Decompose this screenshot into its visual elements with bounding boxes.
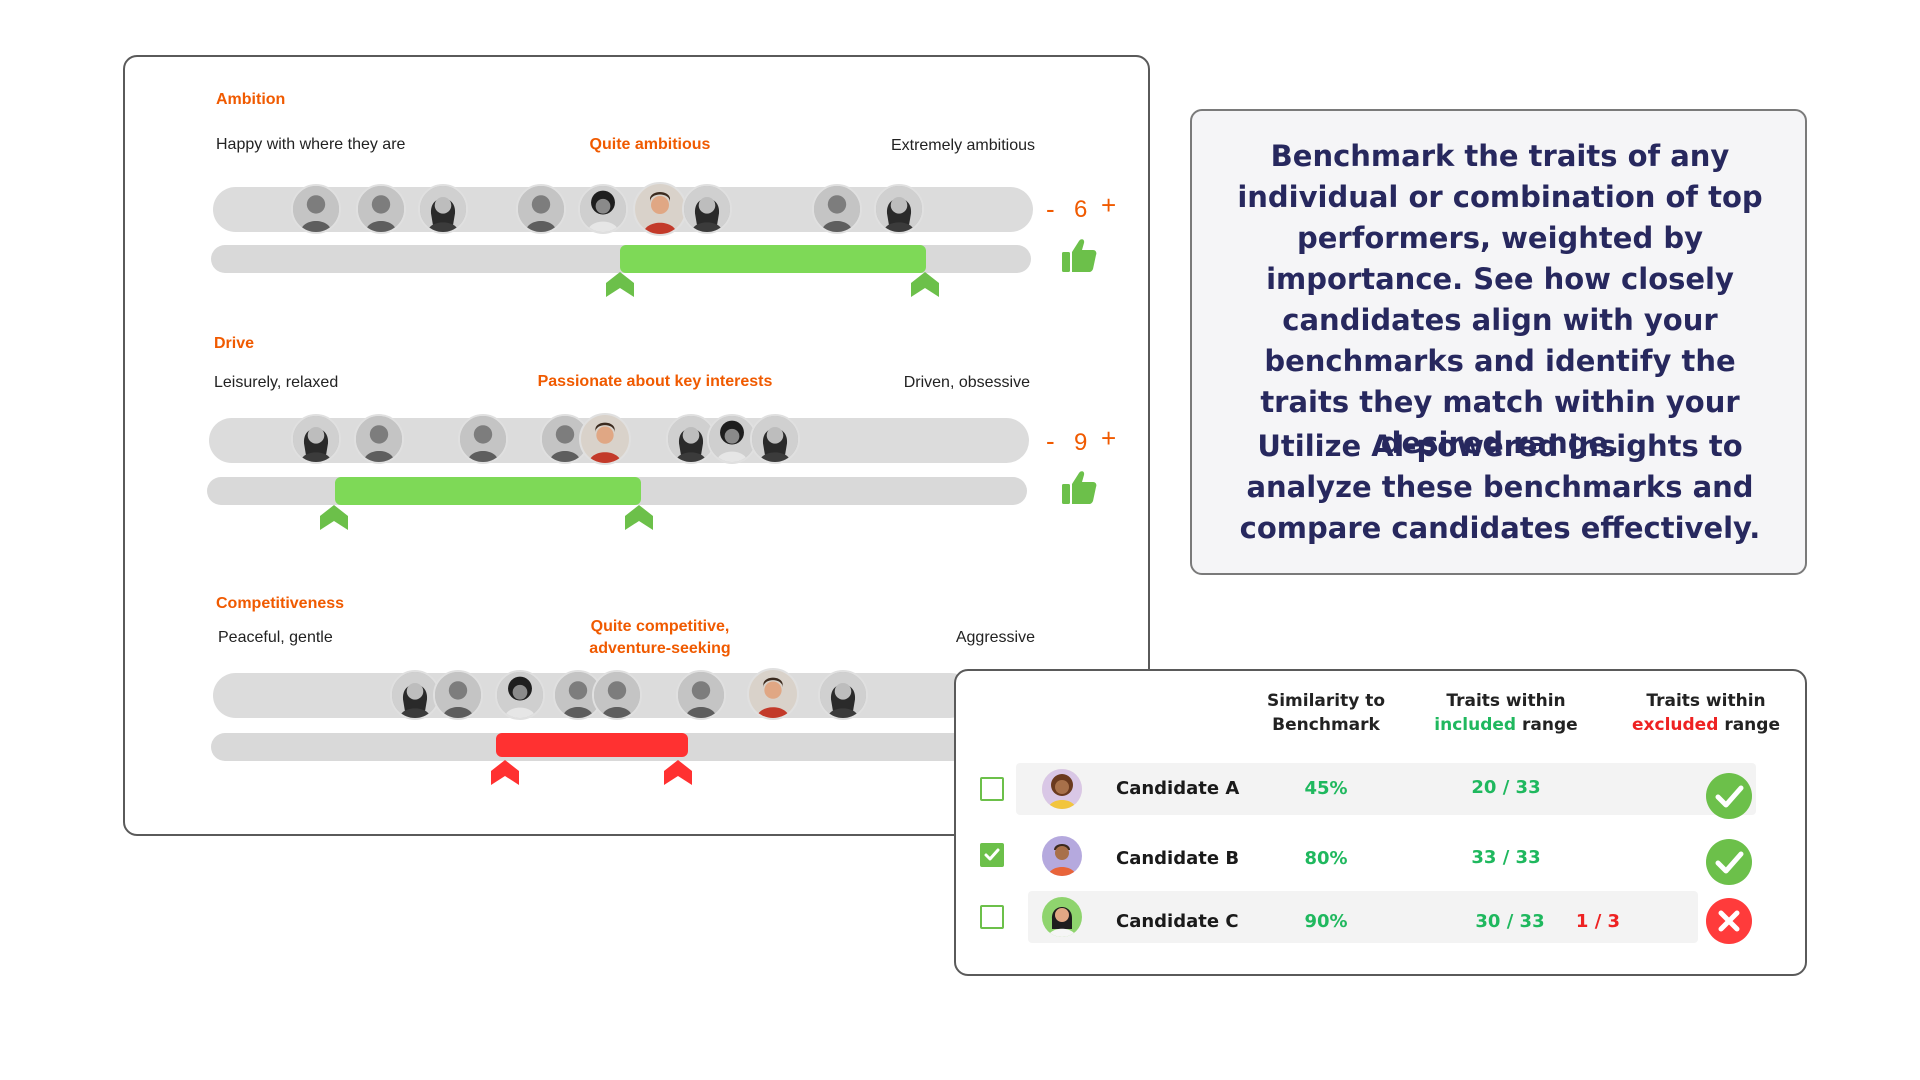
scale-mid-label-line1: Quite competitive,	[590, 618, 730, 635]
benchmark-avatar[interactable]	[818, 670, 868, 720]
candidate-comparison-panel: Similarity to Benchmark Traits within in…	[954, 669, 1807, 976]
scale-high-label: Aggressive	[955, 629, 1035, 646]
thumbs-up-icon	[1059, 235, 1099, 275]
benchmark-avatar[interactable]	[495, 670, 545, 720]
range-min-handle[interactable]	[604, 271, 636, 299]
benchmark-avatar[interactable]	[418, 184, 468, 234]
similarity-value: 80%	[1304, 848, 1348, 869]
scale-low-label: Happy with where they are	[216, 136, 406, 153]
weight-increase-button[interactable]: +	[1101, 190, 1117, 220]
benchmark-avatar[interactable]	[874, 184, 924, 234]
scale-high-label: Driven, obsessive	[903, 374, 1030, 391]
column-header-included: Traits within included range	[1416, 689, 1596, 737]
candidate-avatar	[1042, 897, 1082, 937]
benchmark-avatar[interactable]	[633, 182, 687, 236]
included-word: included	[1434, 715, 1517, 735]
benchmark-avatar[interactable]	[458, 414, 508, 464]
benchmark-avatar[interactable]	[676, 670, 726, 720]
scale-high-label: Extremely ambitious	[890, 137, 1035, 154]
excluded-range-fill	[496, 733, 688, 757]
weight-value: 6	[1074, 196, 1088, 223]
candidate-checkbox[interactable]	[980, 777, 1004, 801]
range-max-handle[interactable]	[623, 504, 655, 532]
benchmark-avatar[interactable]	[579, 413, 631, 465]
scale-low-label: Leisurely, relaxed	[214, 374, 339, 391]
weight-decrease-button[interactable]: -	[1046, 426, 1055, 456]
scale-low-label: Peaceful, gentle	[218, 629, 333, 646]
check-icon	[1706, 839, 1752, 885]
scale-mid-label: Passionate about key interests	[537, 373, 773, 390]
range-max-handle[interactable]	[909, 271, 941, 299]
scale-mid-label: Quite ambitious	[589, 136, 711, 153]
similarity-value: 45%	[1304, 778, 1348, 799]
benchmark-avatar[interactable]	[812, 184, 862, 234]
check-icon	[1706, 773, 1752, 819]
scale-mid-label-line2: adventure-seeking	[589, 640, 731, 657]
column-header-excluded: Traits within excluded range	[1616, 689, 1796, 737]
range-word: range	[1724, 715, 1780, 735]
excluded-traits-value: 1 / 3	[1575, 911, 1621, 932]
benchmark-avatar[interactable]	[592, 670, 642, 720]
column-header-line: Similarity to	[1266, 691, 1386, 711]
benchmark-avatar[interactable]	[750, 414, 800, 464]
range-min-handle[interactable]	[489, 759, 521, 787]
benchmark-avatar[interactable]	[578, 184, 628, 234]
table-row[interactable]	[1028, 891, 1698, 943]
candidate-avatar	[1042, 769, 1082, 809]
column-header-line: Benchmark	[1272, 715, 1380, 735]
benchmark-avatar[interactable]	[747, 668, 799, 720]
column-header-line: Traits within	[1446, 691, 1566, 711]
weight-value: 9	[1074, 429, 1088, 456]
thumbs-up-icon	[1059, 467, 1099, 507]
included-traits-value: 30 / 33	[1475, 911, 1545, 932]
included-traits-value: 33 / 33	[1471, 847, 1541, 868]
candidate-avatar	[1042, 836, 1082, 876]
candidate-checkbox[interactable]	[980, 843, 1004, 867]
similarity-value: 90%	[1304, 911, 1348, 932]
benchmark-avatar[interactable]	[291, 184, 341, 234]
excluded-word: excluded	[1632, 715, 1719, 735]
benchmark-avatar[interactable]	[433, 670, 483, 720]
x-icon	[1706, 898, 1752, 944]
included-traits-value: 20 / 33	[1471, 777, 1541, 798]
benchmark-avatar[interactable]	[682, 184, 732, 234]
benchmark-avatar[interactable]	[291, 414, 341, 464]
trait-title-drive: Drive	[214, 335, 255, 352]
candidate-name: Candidate C	[1116, 911, 1239, 932]
column-header-line: Traits within	[1646, 691, 1766, 711]
included-range-fill	[620, 245, 926, 273]
benchmark-avatar[interactable]	[354, 414, 404, 464]
candidate-checkbox[interactable]	[980, 905, 1004, 929]
benchmark-avatar[interactable]	[516, 184, 566, 234]
included-range-fill	[335, 477, 641, 505]
trait-title-competitiveness: Competitiveness	[216, 595, 345, 612]
candidate-name: Candidate A	[1116, 778, 1240, 799]
benchmark-avatar[interactable]	[390, 670, 440, 720]
trait-title-ambition: Ambition	[216, 91, 286, 108]
info-paragraph-1: Benchmark the traits of any individual o…	[1237, 139, 1763, 460]
range-min-handle[interactable]	[318, 504, 350, 532]
benchmark-avatar[interactable]	[356, 184, 406, 234]
candidate-name: Candidate B	[1116, 848, 1240, 869]
info-box: Benchmark the traits of any individual o…	[1190, 109, 1807, 575]
weight-decrease-button[interactable]: -	[1046, 194, 1055, 224]
info-paragraph-2: Utilize AI-powered insights to analyze t…	[1239, 429, 1761, 545]
weight-increase-button[interactable]: +	[1101, 423, 1117, 453]
range-word: range	[1522, 715, 1578, 735]
benchmark-avatar[interactable]	[707, 414, 757, 464]
range-max-handle[interactable]	[662, 759, 694, 787]
table-row[interactable]	[1016, 763, 1756, 815]
column-header-similarity: Similarity to Benchmark	[1246, 689, 1406, 737]
